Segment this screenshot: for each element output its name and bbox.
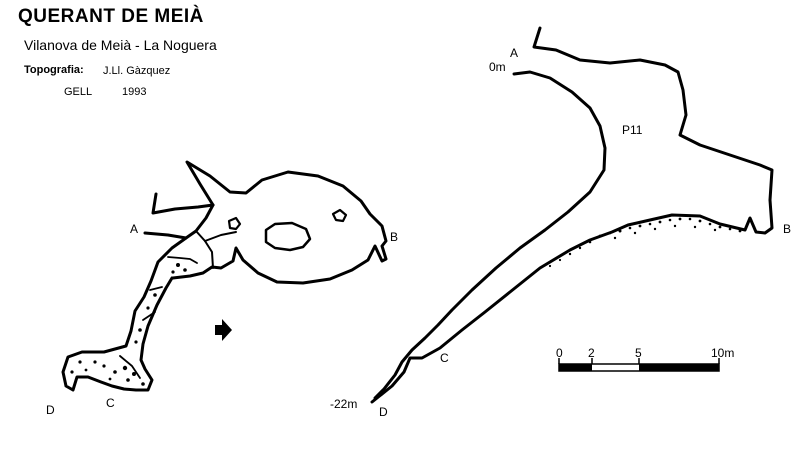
plan-label-c: C [106, 396, 115, 410]
section-depth-bottom: -22m [330, 397, 357, 411]
plan-section-line-5 [142, 311, 156, 321]
plan-section-line-3 [167, 256, 198, 264]
plan-entrance-upper-wall [151, 192, 215, 215]
scale-bar-segment-3 [639, 364, 719, 371]
plan-section-line-4 [149, 286, 163, 291]
map-location: Vilanova de Meià - La Noguera [24, 37, 217, 53]
section-label-c: C [440, 351, 449, 365]
section-view [370, 26, 774, 404]
scale-tick-2: 2 [588, 346, 595, 360]
survey-group: GELL [64, 86, 93, 98]
survey-year: 1993 [122, 86, 147, 98]
direction-arrow-icon [215, 319, 232, 341]
scale-tick-5: 5 [635, 346, 642, 360]
section-label-pit: P11 [622, 123, 643, 137]
plan-section-line-2 [204, 231, 237, 242]
scale-tick-10m: 10m [711, 346, 734, 360]
plan-rock-island [264, 221, 312, 252]
section-sediment [548, 217, 742, 268]
plan-label-a: A [130, 222, 138, 236]
plan-main-chamber-wall [171, 160, 388, 285]
plan-rubble [70, 263, 187, 386]
plan-label-d: D [46, 403, 55, 417]
plan-small-boulder [227, 216, 242, 231]
section-outer-wall [370, 26, 774, 404]
topography-author: J.Ll. Gàzquez [103, 65, 171, 77]
scale-bar: 0 2 5 10m [556, 346, 734, 372]
scale-bar-segment-1 [559, 364, 592, 371]
plan-label-b: B [390, 230, 398, 244]
section-label-d: D [379, 405, 388, 419]
map-title: QUERANT DE MEIÀ [18, 6, 204, 27]
plan-section-line-6 [119, 355, 141, 379]
topography-label: Topografia: [24, 64, 84, 76]
section-depth-top: 0m [489, 60, 506, 74]
plan-rock-notch [331, 208, 348, 223]
plan-section-line-1 [195, 230, 214, 269]
plan-view [61, 160, 388, 392]
section-inner-wall [373, 70, 607, 400]
section-label-a: A [510, 46, 518, 60]
scale-tick-0: 0 [556, 346, 563, 360]
plan-descending-passage-wall [61, 236, 188, 392]
section-label-b: B [783, 222, 791, 236]
plan-entrance-lower-wall [143, 203, 215, 240]
